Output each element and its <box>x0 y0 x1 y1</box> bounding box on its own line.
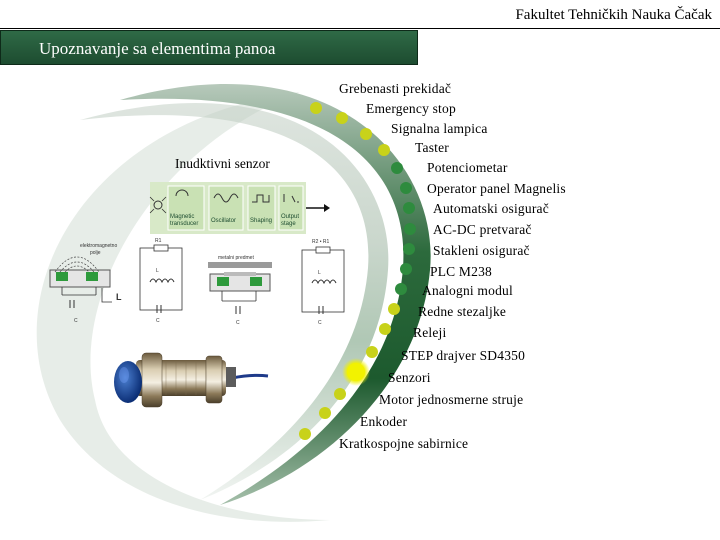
l-label: L <box>116 292 122 302</box>
c-label-2: C <box>156 318 160 324</box>
menu-item-ac-dc-pretvarac[interactable]: AC-DC pretvarač <box>433 222 532 237</box>
bullet-1 <box>310 102 322 114</box>
block-diagram: Magnetic transducer Oscillator Shaping O… <box>149 182 330 234</box>
bullet-16 <box>334 388 346 400</box>
bullet-13 <box>379 323 391 335</box>
bullet-10 <box>400 263 412 275</box>
sensor-cap <box>114 361 142 403</box>
bullet-8 <box>404 223 416 235</box>
block-label-shaping: Shaping <box>250 218 272 224</box>
block-shaping <box>247 185 276 231</box>
institution-name: Fakultet Tehničkih Nauka Čačak <box>515 7 712 23</box>
sensor-nut-2 <box>205 355 223 404</box>
arrow-right-icon <box>324 204 330 212</box>
menu-item-automatski-osigurac[interactable]: Automatski osigurač <box>433 201 549 216</box>
bullet-4 <box>378 144 390 156</box>
field-label: elektromagnetno <box>80 243 117 249</box>
menu-item-stakleni-osigurac[interactable]: Stakleni osigurač <box>433 243 530 258</box>
bullet-15-active <box>347 363 365 381</box>
header-divider <box>0 28 720 29</box>
circuit-r1: R1 L C <box>139 238 183 324</box>
bullet-7 <box>403 202 415 214</box>
square-wave-icon <box>252 194 270 203</box>
block-label-stage: stage <box>281 221 296 227</box>
transducer-symbol-icon <box>175 189 189 197</box>
menu-item-grebenasti-prekidac[interactable]: Grebenasti prekidač <box>339 81 452 96</box>
r2r1-label: R2 • R1 <box>312 239 330 245</box>
bullet-12 <box>388 303 400 315</box>
bullet-17 <box>319 407 331 419</box>
menu-item-plc-m238[interactable]: PLC M238 <box>430 264 492 279</box>
swoosh-arc <box>36 83 431 522</box>
l-label-3: L <box>318 270 321 276</box>
menu-item-senzori-active[interactable]: Senzori <box>388 370 431 385</box>
sensor-photo <box>114 352 269 408</box>
c-label-1: C <box>74 318 78 324</box>
block-transducer <box>167 185 205 231</box>
bullet-5 <box>391 162 403 174</box>
block-label-oscillator: Oscillator <box>211 218 236 224</box>
block-output <box>278 185 304 231</box>
block-oscillator <box>208 185 244 231</box>
inductive-sensor-label: Inudktivni senzor <box>175 156 270 171</box>
block-label-transducer: transducer <box>170 221 198 227</box>
menu-item-signalna-lampica[interactable]: Signalna lampica <box>391 121 488 136</box>
metal-label: metalni predmet <box>218 255 254 261</box>
sine-wave-icon <box>213 193 239 203</box>
sensor-nut-1 <box>141 352 163 408</box>
menu-item-releji[interactable]: Releji <box>413 325 447 340</box>
circuit-r2r1: R2 • R1 L C <box>301 239 345 326</box>
circuit-field: elektromagnetno polje L C <box>49 243 122 324</box>
menu-item-motor-jednosmerne-struje[interactable]: Motor jednosmerne struje <box>379 392 524 407</box>
bullet-6 <box>400 182 412 194</box>
c-label-3: C <box>236 320 240 326</box>
bullet-3 <box>360 128 372 140</box>
bullet-list <box>299 102 416 440</box>
menu-item-enkoder[interactable]: Enkoder <box>360 414 408 429</box>
bullet-14 <box>366 346 378 358</box>
l-label-2: L <box>156 268 159 274</box>
field-label-2: polje <box>90 250 101 256</box>
r1-label: R1 <box>155 238 162 244</box>
coil-icon <box>149 196 167 214</box>
title-banner: Upoznavanje sa elementima panoa <box>0 30 418 65</box>
page-title: Upoznavanje sa elementima panoa <box>39 39 276 58</box>
circuit-metal: metalni predmet C <box>208 255 272 326</box>
bullet-9 <box>403 243 415 255</box>
menu-item-kratkospojne-sabirnice[interactable]: Kratkospojne sabirnice <box>339 436 469 451</box>
block-label-magnetic: Magnetic <box>170 214 194 220</box>
menu-item-emergency-stop[interactable]: Emergency stop <box>366 101 456 116</box>
bullet-2 <box>336 112 348 124</box>
menu-item-potenciometar[interactable]: Potenciometar <box>427 160 508 175</box>
block-label-output: Output <box>281 214 299 220</box>
menu-item-step-drajver[interactable]: STEP drajver SD4350 <box>401 348 526 363</box>
c-label-4: C <box>318 320 322 326</box>
menu-item-taster[interactable]: Taster <box>415 140 449 155</box>
bullet-11 <box>395 283 407 295</box>
menu-item-operator-panel[interactable]: Operator panel Magnelis <box>427 181 566 196</box>
menu-item-analogni-modul[interactable]: Analogni modul <box>422 283 513 298</box>
menu-item-redne-stezaljke[interactable]: Redne stezaljke <box>418 304 507 319</box>
bullet-18 <box>299 428 311 440</box>
switch-symbol-icon <box>283 194 299 203</box>
